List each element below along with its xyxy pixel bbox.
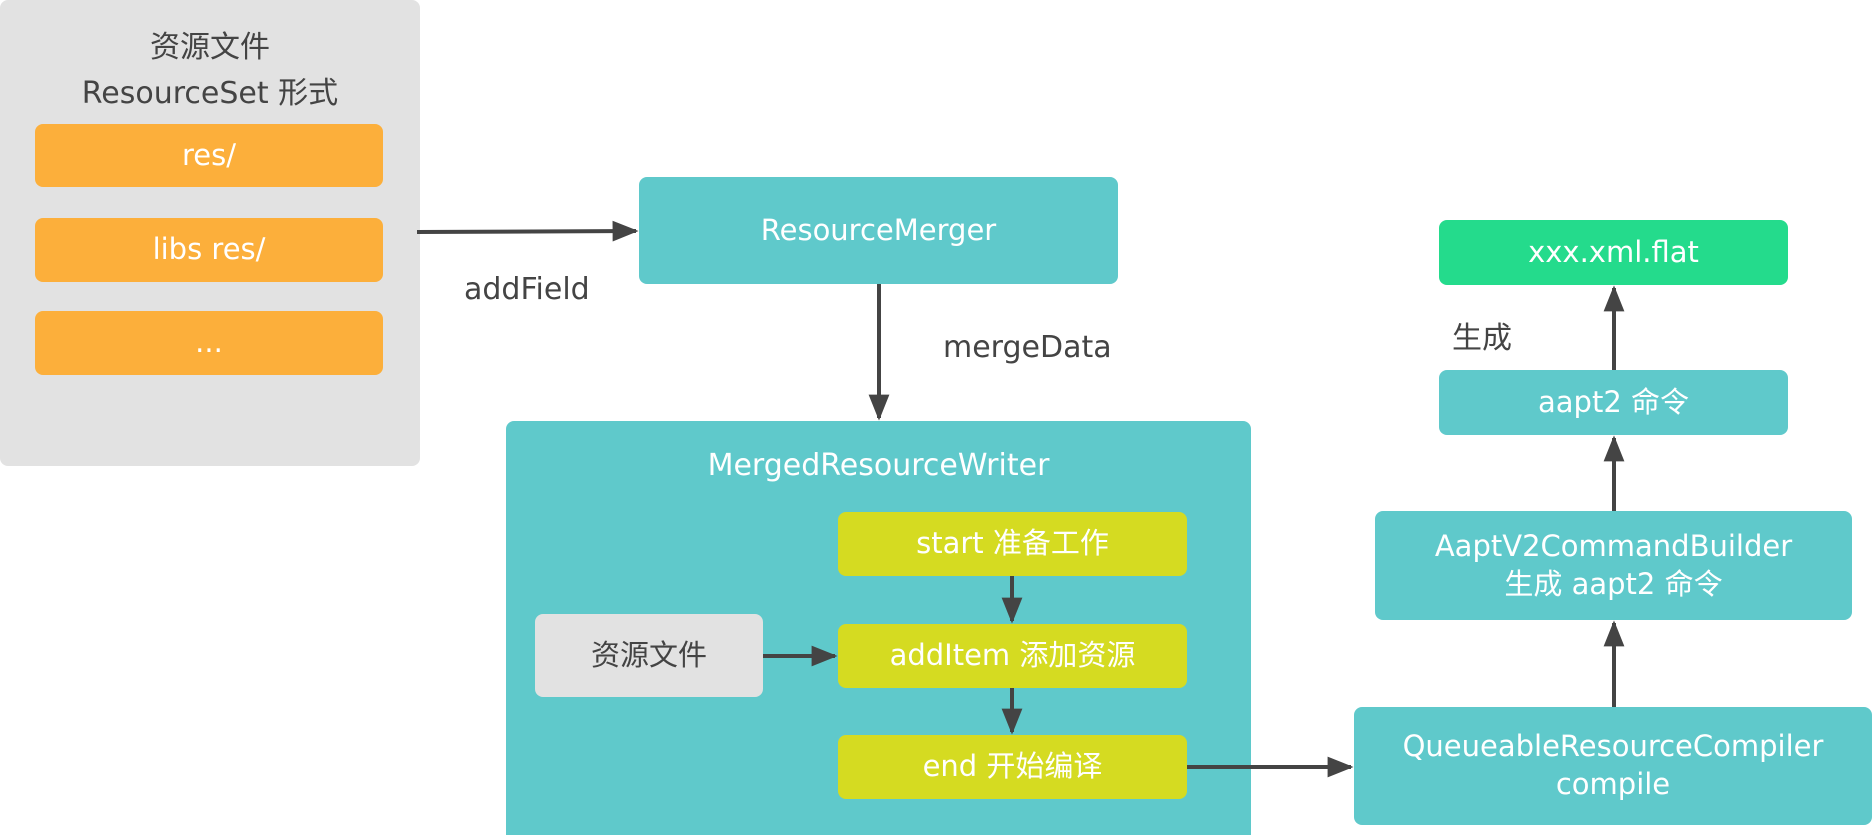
generate-label: 生成: [1452, 321, 1512, 356]
res-item: res/: [35, 124, 383, 187]
end-step: end 开始编译: [838, 735, 1187, 799]
queueable-resource-compiler-node: QueueableResourceCompiler compile: [1354, 707, 1872, 825]
add-field-label: addField: [464, 272, 590, 307]
resource-merger-node: ResourceMerger: [639, 177, 1118, 284]
aapt2-command-node: aapt2 命令: [1439, 370, 1788, 435]
ellipsis-item: ...: [35, 311, 383, 375]
merge-data-label: mergeData: [943, 330, 1112, 365]
builder-line1: AaptV2CommandBuilder: [1434, 528, 1793, 563]
libs-res-item: libs res/: [35, 218, 383, 282]
merged-resource-writer-title: MergedResourceWriter: [707, 448, 1050, 483]
output-flat-file-node: xxx.xml.flat: [1439, 220, 1788, 285]
aapt-v2-command-builder-node: AaptV2CommandBuilder 生成 aapt2 命令: [1375, 511, 1852, 620]
compiler-line2: compile: [1555, 767, 1671, 801]
resource-set-title-line1: 资源文件: [150, 30, 270, 65]
add-field-arrow: [416, 220, 639, 242]
resource-set-title-line2: ResourceSet 形式: [81, 76, 339, 111]
add-item-step: addItem 添加资源: [838, 624, 1187, 688]
compiler-line1: QueueableResourceCompiler: [1402, 729, 1824, 764]
builder-line2: 生成 aapt2 命令: [1504, 566, 1723, 601]
source-files-node: 资源文件: [535, 614, 763, 697]
start-step: start 准备工作: [838, 512, 1187, 576]
